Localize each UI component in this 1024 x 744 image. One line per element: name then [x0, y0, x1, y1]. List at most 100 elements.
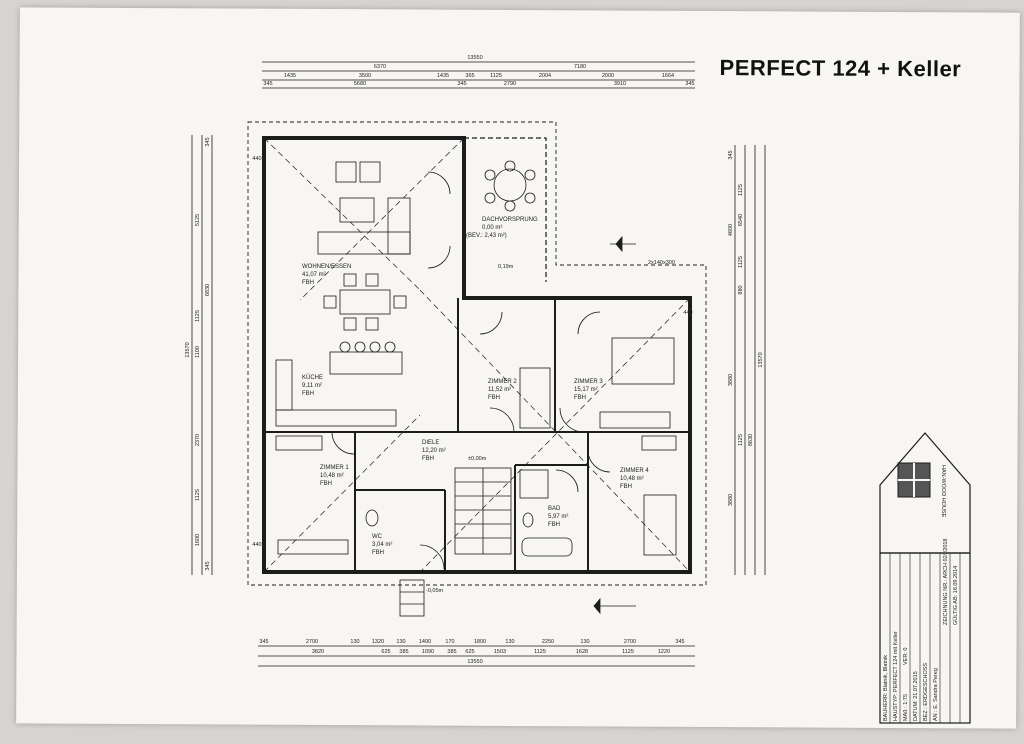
chair-6: [393, 295, 407, 309]
door-arc-entry: [419, 544, 445, 570]
dim-label: 5680: [354, 81, 366, 87]
entrance-steps: [399, 579, 425, 617]
title-block: HAN-WOOD HOUSE BAUHERR: Blatnik, Blatnik…: [879, 432, 971, 724]
shower: [519, 469, 549, 499]
dim-label: 1400: [419, 639, 431, 645]
dim-label: 1435: [284, 73, 296, 79]
dim-label: 2790: [504, 81, 516, 87]
dim-label: 1800: [474, 639, 486, 645]
dim-label: 13570: [185, 342, 191, 357]
dim-label: 170: [445, 639, 454, 645]
logo-text: HAN-WOOD HOUSE: [940, 465, 946, 518]
title-block-frame: [879, 552, 971, 724]
dim-label: 440: [252, 542, 261, 548]
dim-label: 1125: [534, 649, 546, 655]
dim-label: 385: [399, 649, 408, 655]
dim-label: 2000: [602, 73, 614, 79]
dim-label: 1125: [738, 256, 744, 268]
room-area: 41,07 m²: [302, 272, 326, 278]
dim-label: 2700: [306, 639, 318, 645]
dim-label: 365: [465, 73, 474, 79]
wardrobe-zimmer3: [599, 411, 671, 429]
stool-2: [354, 341, 366, 353]
dim-label: 3880: [728, 374, 734, 386]
tb-bauherr: BAUHERR: Blatnik, Blatnik: [883, 655, 889, 721]
dim-label: 2004: [539, 73, 551, 79]
room-note: FBH: [422, 456, 434, 462]
tb-zeichnung: ZEICHNUNG NR.: ARCH 02/ /2018: [943, 539, 949, 626]
tb-name: AN : E. Sandra Pereg: [933, 668, 939, 721]
room-name: ZIMMER 4: [620, 468, 649, 474]
section-arrow-head-2: [593, 597, 601, 615]
bathtub: [521, 537, 573, 557]
room-name: DACHVORSPRUNG: [482, 217, 538, 223]
bed-zimmer2: [519, 367, 551, 429]
window-label: 2x140x300: [648, 260, 675, 266]
room-note: FBH: [302, 391, 314, 397]
room-name: KÜCHE: [302, 374, 323, 381]
elevation-label: ±0,00m: [468, 456, 487, 462]
tb-gueltig: GÜLTIG AB: 18.09.2014: [952, 566, 959, 625]
room-name: ZIMMER 1: [320, 465, 349, 471]
kitchen-island: [329, 351, 403, 375]
room-area: 3,04 m²: [372, 542, 392, 548]
dim-label: 3500: [359, 73, 371, 79]
dim-label: 345: [728, 150, 734, 159]
dim-label: 13550: [467, 55, 482, 61]
dim-label: 6370: [374, 64, 386, 70]
dim-label: 1125: [195, 310, 201, 322]
ridge-line-5: [263, 414, 421, 573]
dim-label: 13570: [758, 352, 764, 367]
room-note: FBH: [372, 550, 384, 556]
dim-label: 1320: [372, 639, 384, 645]
bed-zimmer4: [643, 494, 677, 556]
door-arc-zimmer1: [331, 431, 355, 455]
dim-label: 1503: [494, 649, 506, 655]
dim-label: 2700: [624, 639, 636, 645]
stool-3: [369, 341, 381, 353]
terrace-chair-2: [524, 169, 536, 181]
room-area: 9,11 m²: [302, 383, 322, 389]
ridge-line-4: [419, 289, 691, 573]
sofa: [317, 231, 411, 255]
dim-label: 1100: [195, 346, 201, 358]
dim-label: 130: [396, 639, 405, 645]
room-note: FBH: [320, 481, 332, 487]
chair-3: [343, 317, 357, 331]
dim-label: 3910: [614, 81, 626, 87]
toilet-bad: [522, 512, 534, 528]
dim-label: 1125: [490, 73, 502, 79]
door-arc-living: [427, 171, 451, 195]
exterior-wall: [262, 136, 692, 574]
room-area: 12,20 m²: [422, 448, 446, 454]
tb-ver: VER: 0: [903, 648, 909, 665]
room-area: 15,17 m²: [574, 387, 598, 393]
dim-label: 1125: [622, 649, 634, 655]
logo-house-outline: [879, 432, 971, 554]
ridge-line-2: [299, 137, 465, 301]
dim-label: 130: [350, 639, 359, 645]
sofa-corner: [387, 197, 411, 255]
toilet-wc: [365, 509, 379, 527]
room-area: 5,97 m²: [548, 514, 568, 520]
dim-label: 1125: [738, 434, 744, 446]
stool-4: [384, 341, 396, 353]
dim-label: 440: [252, 156, 261, 162]
room-note: FBH: [548, 522, 560, 528]
tb-geschoss: BEZ : ERDGESCHOSS: [923, 663, 929, 721]
terrace-chair-3: [484, 192, 496, 204]
room-note: FBH: [488, 395, 500, 401]
dim-label: 1664: [662, 73, 674, 79]
room-name: ZIMMER 2: [488, 379, 517, 385]
terrace-chair-1: [484, 169, 496, 181]
dim-label: 345: [457, 81, 466, 87]
door-arc-zimmer3: [577, 311, 601, 335]
armchair-2: [359, 161, 381, 183]
dim-label: 13550: [467, 659, 482, 665]
ridge-line-1: [263, 137, 421, 291]
door-arc-zimmer4: [587, 449, 611, 473]
terrace-outline: [464, 137, 547, 282]
dim-label: 625: [465, 649, 474, 655]
dim-label: 625: [381, 649, 390, 655]
chair-2: [365, 273, 379, 287]
